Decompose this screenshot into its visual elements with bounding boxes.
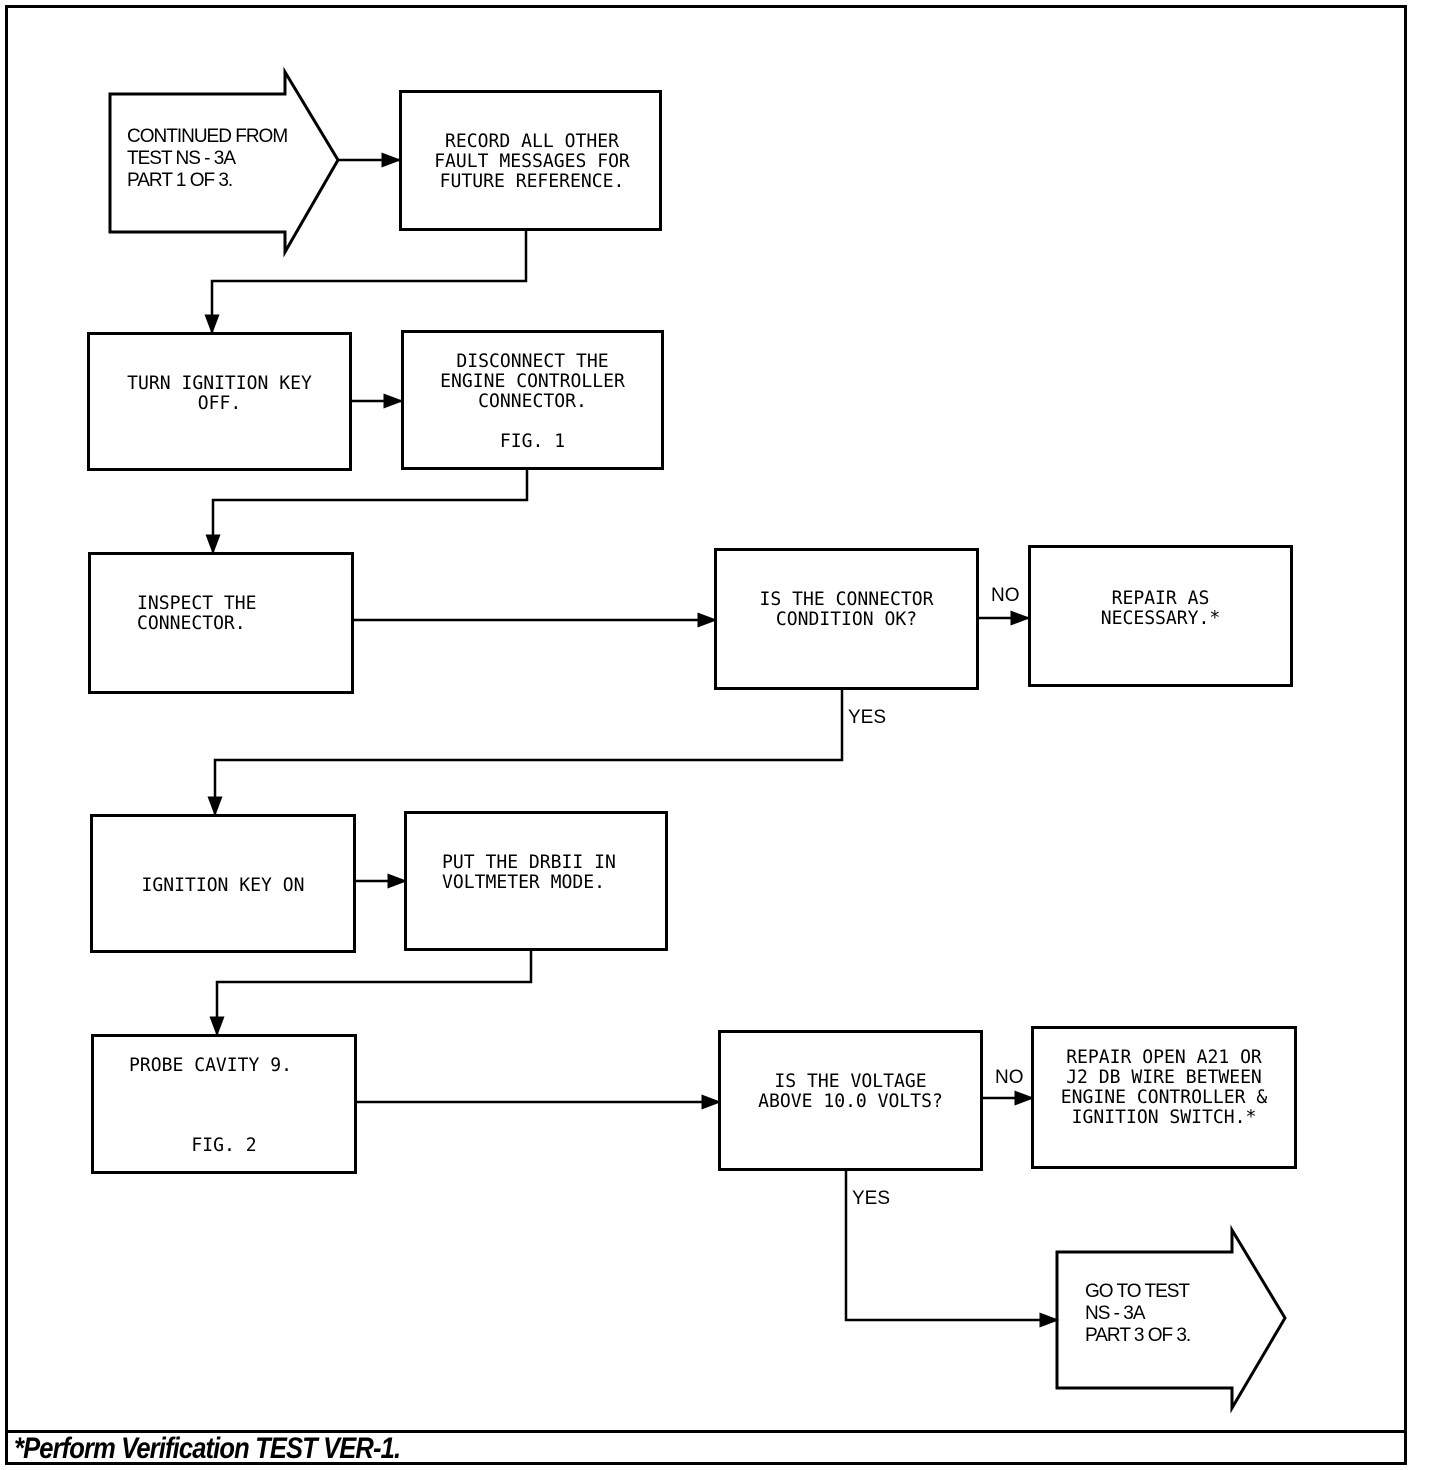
flow-question-yes [207, 689, 844, 817]
decision-voltage-above-10: IS THE VOLTAGE ABOVE 10.0 VOLTS? [718, 1030, 983, 1171]
fig-2-label: FIG. 2 [191, 1134, 257, 1156]
flow-drbii-to-probe [209, 950, 533, 1037]
page-frame [5, 5, 1407, 1465]
flow-disconnect-to-inspect [205, 469, 529, 555]
step-inspect-connector: INSPECT THE CONNECTOR. [88, 552, 354, 694]
no-label-1: NO [991, 585, 1020, 606]
decision-connector-ok: IS THE CONNECTOR CONDITION OK? [714, 548, 979, 690]
step-turn-ignition-off: TURN IGNITION KEY OFF. [87, 332, 352, 471]
footer-divider [5, 1430, 1407, 1433]
step-drbii-voltmeter: PUT THE DRBII IN VOLTMETER MODE. [404, 811, 668, 951]
step-disconnect-connector: DISCONNECT THE ENGINE CONTROLLER CONNECT… [401, 330, 664, 470]
step-repair-connector: REPAIR AS NECESSARY.* [1028, 545, 1293, 687]
step-probe-cavity: PROBE CAVITY 9. FIG. 2 [91, 1034, 357, 1174]
end-arrow-shape [1055, 1224, 1287, 1414]
flow-voltage-yes [844, 1170, 1060, 1328]
yes-label-1: YES [848, 707, 887, 728]
footer-note: *Perform Verification TEST VER-1. [14, 1432, 401, 1465]
end-arrow-text: GO TO TEST NS - 3A PART 3 OF 3. [1085, 1281, 1191, 1346]
flow-record-to-turnoff [204, 230, 528, 335]
fig-1-label: FIG. 1 [499, 430, 566, 452]
no-label-2: NO [995, 1067, 1024, 1088]
step-record-faults: RECORD ALL OTHER FAULT MESSAGES FOR FUTU… [399, 90, 662, 231]
yes-label-2: YES [852, 1188, 891, 1209]
step-ignition-key-on: IGNITION KEY ON [90, 814, 356, 953]
start-arrow-text: CONTINUED FROM TEST NS - 3A PART 1 OF 3. [127, 126, 288, 191]
start-arrow-shape [108, 66, 340, 258]
step-repair-wire: REPAIR OPEN A21 OR J2 DB WIRE BETWEEN EN… [1031, 1026, 1297, 1169]
